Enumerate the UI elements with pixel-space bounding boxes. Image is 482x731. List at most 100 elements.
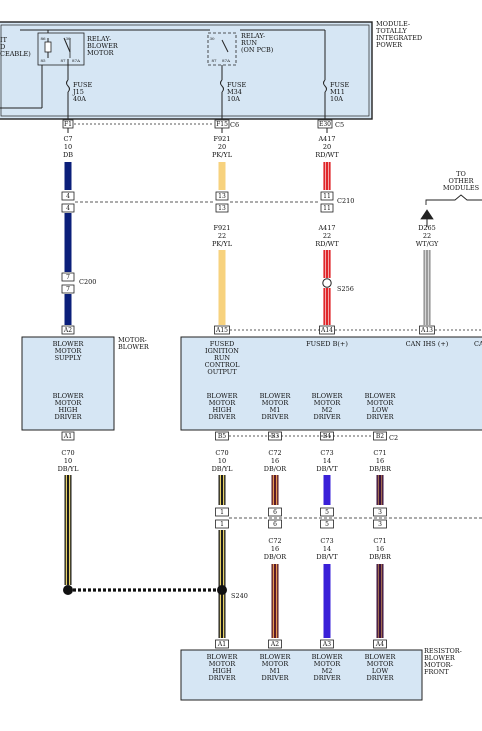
- motor-blower-pin-a2-box: [61, 325, 75, 335]
- wire-a417-upper-gauge: 20: [323, 143, 331, 151]
- c210-pin-0-lower-box: [61, 203, 75, 213]
- motor-wire-lower-3-color: DB/VT: [316, 553, 338, 561]
- motor-blower-pin-a1-box: [61, 431, 75, 441]
- motor-wire-2-color: DB/OR: [264, 465, 288, 473]
- c210-pin-2-upper-box: [320, 191, 334, 201]
- control-module-pin-1: A14: [320, 327, 333, 334]
- splice-s256-label: S256: [337, 285, 354, 293]
- control-module-pin-2-box: [419, 325, 435, 335]
- c210-pin-2-upper: 11: [323, 193, 331, 200]
- wire-c7-circuit: C7: [63, 135, 72, 143]
- c1-pin-0-upper-box: [215, 507, 229, 517]
- relay1-coil-symbol: [44, 41, 52, 53]
- control-fused-b-label: FUSED B(+): [306, 340, 348, 348]
- c200-pin-lower-box: [61, 284, 75, 294]
- c1-pin-1-upper: 6: [273, 509, 277, 516]
- can-bus-arrow: [420, 209, 434, 220]
- connector-f1-pin: F1: [64, 121, 72, 128]
- tipm-inner-frame: [0, 24, 370, 117]
- relay1-pin-85: 85: [40, 58, 46, 63]
- fuse-m34-symbol: [220, 79, 224, 93]
- resistor-pin-A4-box: [373, 639, 387, 649]
- motor-wire-3-gauge: 14: [323, 457, 331, 465]
- c210-pin-1-lower: 13: [218, 205, 226, 212]
- connector-c6-pin: F15: [216, 121, 228, 128]
- motor-wire-4-gauge: 16: [376, 457, 384, 465]
- motor-blower-pin-a2: A2: [63, 327, 72, 334]
- c210-pin-0-upper-box: [61, 191, 75, 201]
- wire-d265-gauge: 22: [423, 232, 431, 240]
- relay1-pin-87A: 87A: [72, 58, 80, 63]
- connector-c2-name: C2: [389, 434, 398, 442]
- wire-f921-upper-color: PK/YL: [212, 151, 233, 159]
- control-pin-B3: B3: [271, 433, 279, 440]
- splice-s256: [322, 278, 332, 288]
- control-pin-B5: B5: [218, 433, 226, 440]
- c1-pin-1-lower: 6: [273, 521, 277, 528]
- relay-run-label: RELAY-RUN(ON PCB): [241, 32, 274, 54]
- motor-wire-4-color: DB/BR: [369, 465, 392, 473]
- wire-a417-lower-gauge: 22: [323, 232, 331, 240]
- motor-wire-lower-4-circuit: C71: [373, 537, 386, 545]
- splice-s240-left: [63, 585, 73, 595]
- resistor-pin-A4: A4: [375, 641, 384, 648]
- motor-blower-pin-a1: A1: [63, 433, 72, 440]
- motor-wire-1-color: DB/YL: [212, 465, 233, 473]
- tipm-module: [0, 21, 373, 120]
- c200-pin-upper: 7: [66, 274, 70, 281]
- splice-s240-label: S240: [231, 592, 248, 600]
- c1-pin-2-lower-box: [320, 519, 334, 529]
- motor-wire-0-circuit: C70: [61, 449, 74, 457]
- motor-wire-lower-4-color: DB/BR: [369, 553, 392, 561]
- connector-c5-pin-box: [317, 119, 333, 129]
- control-module: [180, 336, 482, 431]
- wire-f921-upper-circuit: F921: [214, 135, 231, 143]
- motor-wire-lower-3-circuit: C73: [320, 537, 333, 545]
- wire-a417-lower-circuit: A417: [317, 224, 335, 232]
- relay-blower-motor-box: [37, 32, 85, 66]
- connector-c6-name: C6: [230, 121, 239, 129]
- wire-f921-lower-circuit: F921: [214, 224, 231, 232]
- wire-f921-upper-gauge: 20: [218, 143, 226, 151]
- control-pin-B2-box: [373, 431, 387, 441]
- c210-pin-2-lower-box: [320, 203, 334, 213]
- fuse-j15-symbol: [66, 79, 70, 93]
- c210-pin-1-upper-box: [215, 191, 229, 201]
- relay1-switch: [63, 37, 71, 53]
- c1-pin-3-upper-box: [373, 507, 387, 517]
- motor-wire-3-circuit: C73: [320, 449, 333, 457]
- motor-wire-lower-2-color: DB/OR: [264, 553, 288, 561]
- c210-pin-0-upper: 4: [66, 193, 70, 200]
- resistor-blower-motor-module: [180, 649, 423, 701]
- control-module-pin-0: A15: [215, 327, 228, 334]
- resistor-pin-A1: A1: [217, 641, 226, 648]
- wire-a417-upper-color: RD/WT: [315, 151, 339, 159]
- motor-blower-module: [21, 336, 115, 431]
- relay1-pin-30: 30: [65, 36, 71, 41]
- wire-d265-color: WT/GY: [416, 240, 439, 248]
- control-module-pin-2: A13: [420, 327, 433, 334]
- control-module-pin-0-box: [214, 325, 230, 335]
- c1-pin-0-lower: 1: [220, 521, 224, 528]
- c200-pin-upper-box: [61, 272, 75, 282]
- splice-s240-right: [217, 585, 227, 595]
- resistor-pin-A1-box: [215, 639, 229, 649]
- motor-wire-lower-2-gauge: 16: [271, 545, 279, 553]
- c210-pin-1-lower-box: [215, 203, 229, 213]
- connector-c200-name: C200: [79, 278, 96, 286]
- relay1-pin-87: 87: [60, 58, 66, 63]
- motor-wire-0-color: DB/YL: [58, 465, 79, 473]
- resistor-pin-A3: A3: [322, 641, 331, 648]
- motor-wire-4-circuit: C71: [373, 449, 386, 457]
- motor-wire-lower-4-gauge: 16: [376, 545, 384, 553]
- c1-pin-1-lower-box: [268, 519, 282, 529]
